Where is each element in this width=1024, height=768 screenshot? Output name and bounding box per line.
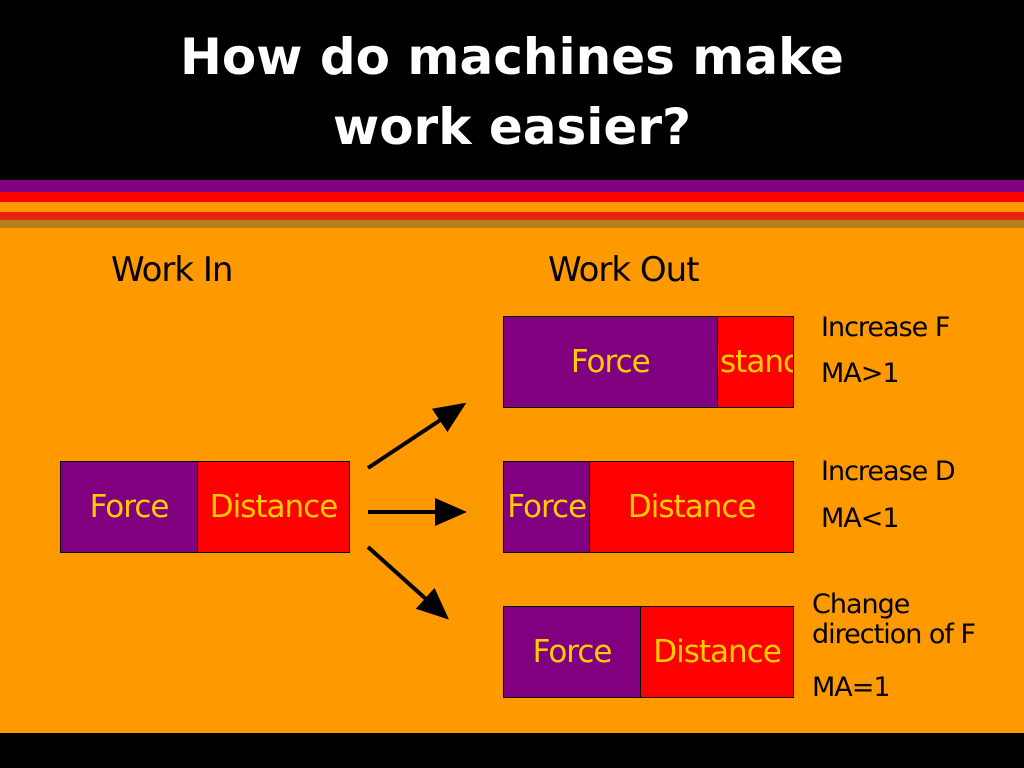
output-1-distance-label: Distance xyxy=(718,344,793,380)
output-3-distance-segment: Distance xyxy=(640,607,793,697)
output-bar-change-direction: Force Distance xyxy=(503,606,794,698)
decorative-stripe-olive xyxy=(0,220,1024,228)
output-3-distance-label: Distance xyxy=(653,634,782,670)
decorative-stripe-red xyxy=(0,192,1024,202)
title-line-1: How do machines make xyxy=(180,28,844,86)
work-in-distance-segment: Distance xyxy=(197,462,349,552)
output-2-force-label: Force xyxy=(507,489,587,525)
output-1-distance-segment: Distance xyxy=(716,317,793,407)
output-2-distance-segment: Distance xyxy=(589,462,793,552)
work-in-force-segment: Force xyxy=(61,462,198,552)
output-3-force-segment: Force xyxy=(504,607,641,697)
output-1-force-segment: Force xyxy=(504,317,717,407)
output-3-force-label: Force xyxy=(532,634,613,670)
arrow-up-right-icon xyxy=(366,402,467,470)
note-increase-force: Increase F xyxy=(821,312,950,343)
title-line-2: work easier? xyxy=(333,98,691,156)
note-increase-distance: Increase D xyxy=(821,456,956,487)
output-1-force-label: Force xyxy=(570,344,651,380)
decorative-stripe-crimson xyxy=(0,212,1024,220)
note-direction-of-f: direction of F xyxy=(812,619,976,650)
decorative-stripe-purple xyxy=(0,180,1024,192)
note-ma-equals-1: MA=1 xyxy=(812,672,891,703)
note-ma-less-than-1: MA<1 xyxy=(821,503,900,534)
work-in-force-label: Force xyxy=(89,489,170,525)
output-bar-increase-force: Force Distance xyxy=(503,316,794,408)
note-ma-greater-than-1: MA>1 xyxy=(821,358,900,389)
work-in-heading: Work In xyxy=(111,250,233,290)
work-out-heading: Work Out xyxy=(548,250,700,290)
output-2-distance-label: Distance xyxy=(627,489,757,525)
decorative-stripe-orange xyxy=(0,202,1024,212)
work-in-distance-label: Distance xyxy=(209,489,339,525)
note-change: Change xyxy=(812,589,910,620)
arrow-down-right-icon xyxy=(366,545,449,620)
output-2-force-segment: Force xyxy=(504,462,590,552)
output-bar-increase-distance: Force Distance xyxy=(503,461,794,553)
work-in-bar: Force Distance xyxy=(60,461,350,553)
slide-title: How do machines make work easier? xyxy=(0,22,1024,162)
